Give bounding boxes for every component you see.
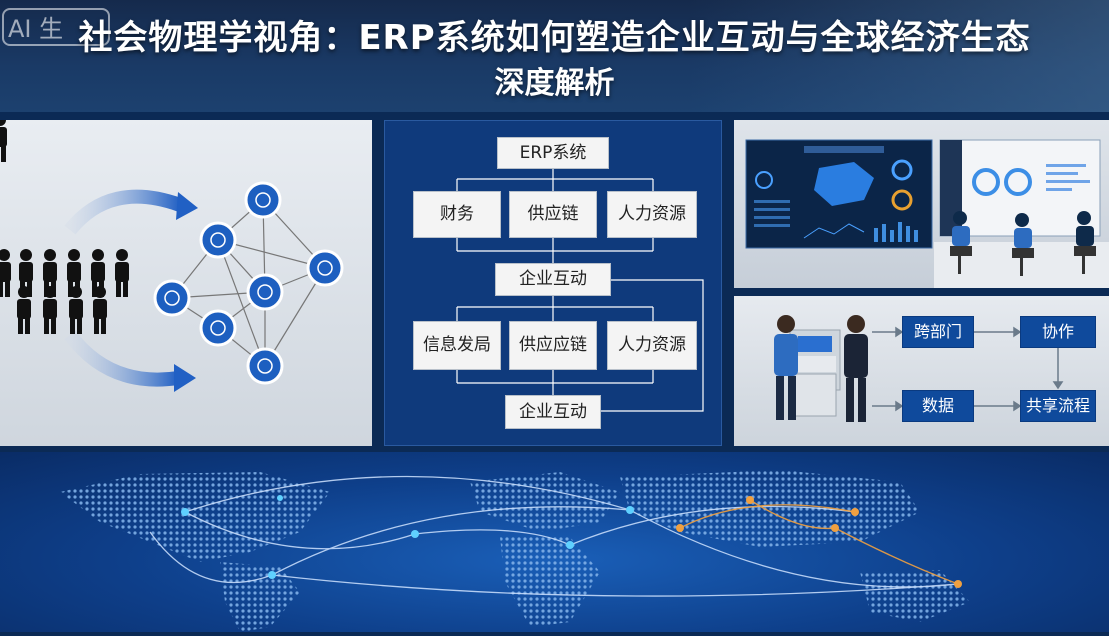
process-box-data: 数据 bbox=[902, 390, 974, 422]
page-title: 社会物理学视角：ERP系统如何塑造企业互动与全球经济生态 bbox=[78, 18, 1031, 58]
orange-routes bbox=[679, 499, 959, 585]
node-hr-2: 人力资源 bbox=[607, 321, 697, 370]
connection-lines bbox=[149, 475, 959, 597]
page-subtitle: 深度解析 bbox=[494, 66, 615, 101]
people-group-icon bbox=[0, 114, 129, 334]
arrow-top bbox=[64, 189, 183, 235]
flow-connectors bbox=[456, 167, 704, 412]
collaboration-illustration bbox=[774, 315, 1064, 422]
network-edges bbox=[171, 199, 326, 367]
node-enterprise-interaction-2: 企业互动 bbox=[505, 395, 601, 429]
process-box-cross-department: 跨部门 bbox=[902, 316, 974, 348]
arrow-bottom bbox=[64, 330, 180, 387]
node-hr: 人力资源 bbox=[607, 191, 697, 238]
operators-icon bbox=[950, 211, 1096, 276]
world-map-panel bbox=[0, 452, 1109, 632]
node-enterprise-interaction-1: 企业互动 bbox=[495, 263, 611, 296]
node-erp-system: ERP系统 bbox=[497, 137, 609, 169]
header-banner: AI 生 社会物理学视角：ERP系统如何塑造企业互动与全球经济生态 深度解析 bbox=[0, 0, 1109, 112]
businessmen-icon bbox=[774, 315, 868, 422]
map-nodes-orange bbox=[676, 496, 962, 588]
map-nodes-cyan bbox=[181, 495, 634, 579]
world-map-illustration bbox=[60, 470, 970, 632]
node-supply-chain: 供应链 bbox=[509, 191, 597, 238]
node-finance: 财务 bbox=[413, 191, 501, 238]
arrow-bottom-head bbox=[174, 364, 196, 392]
network-nodes bbox=[153, 181, 344, 385]
node-supply-chain-2: 供应应链 bbox=[509, 321, 597, 370]
ai-badge: AI 生 bbox=[2, 8, 110, 46]
dashboard-illustration bbox=[745, 139, 1109, 288]
node-info-distribution: 信息发局 bbox=[413, 321, 501, 370]
process-box-shared-process: 共享流程 bbox=[1020, 390, 1096, 422]
people-network-panel bbox=[0, 114, 372, 446]
erp-flow-panel: ERP系统 财务 供应链 人力资源 企业互动 信息发局 供应应链 人力资源 企业… bbox=[384, 120, 722, 446]
process-box-collaboration: 协作 bbox=[1020, 316, 1096, 348]
people-network-illustration bbox=[0, 114, 344, 392]
dashboard-panel bbox=[734, 120, 1109, 288]
collaboration-panel: 跨部门 协作 数据 共享流程 bbox=[734, 296, 1109, 446]
continents bbox=[60, 470, 970, 632]
arrow-top-head bbox=[176, 192, 198, 220]
map-china-icon bbox=[814, 162, 874, 206]
header-background-office bbox=[689, 0, 1109, 112]
